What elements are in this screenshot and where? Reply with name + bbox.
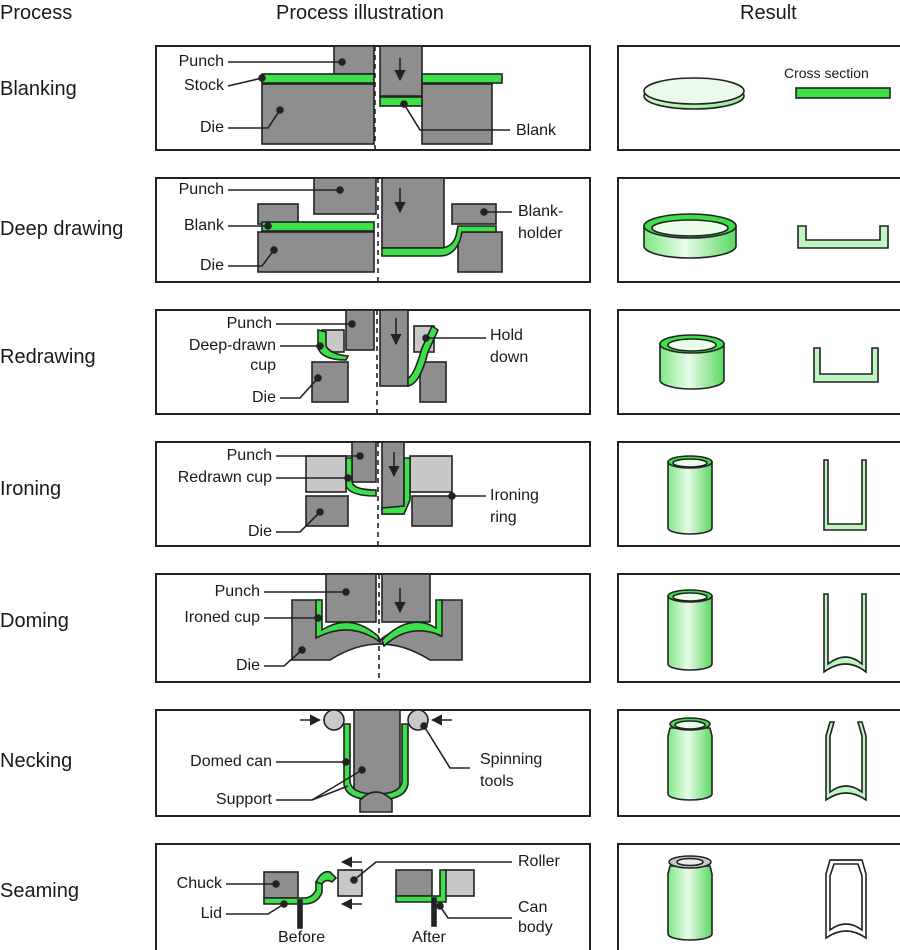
result-frame-ironing	[617, 441, 900, 547]
label-support: Support	[215, 791, 272, 808]
deep-drawing-leaders	[228, 186, 512, 267]
deep-drawing-illustration	[257, 177, 503, 282]
label-stock: Stock	[183, 77, 224, 94]
ironing-result	[667, 455, 867, 535]
label-spinning-tools-line2: tools	[480, 773, 514, 790]
process-name-blanking: Blanking	[0, 78, 77, 100]
result-frame-blanking	[617, 45, 900, 151]
blanking-illustration	[261, 45, 503, 150]
label-ironed-cup: Ironed cup	[184, 609, 260, 626]
label-punch: Punch	[178, 181, 224, 198]
result-frame-doming	[617, 573, 900, 683]
process-name-ironing: Ironing	[0, 478, 62, 500]
header-process: Process	[0, 2, 73, 24]
label-chuck: Chuck	[176, 875, 222, 892]
redrawing-leaders	[276, 320, 486, 399]
deep-drawing-result	[643, 213, 889, 259]
seaming-result	[667, 855, 867, 941]
label-roller: Roller	[518, 853, 560, 870]
blanking-result	[643, 77, 891, 110]
label-punch: Punch	[226, 447, 272, 464]
label-die: Die	[251, 389, 276, 406]
label-hold-down-line1: Hold	[490, 327, 523, 344]
label-after: After	[412, 929, 446, 946]
label-die: Die	[247, 523, 272, 540]
label-die: Die	[199, 119, 224, 136]
necking-result	[667, 717, 867, 802]
necking-leaders	[276, 722, 470, 801]
ironing-leaders	[276, 452, 486, 533]
necking-illustration	[300, 709, 452, 813]
label-redrawn-cup: Redrawn cup	[177, 469, 272, 486]
blanking-leaders	[227, 58, 510, 131]
process-name-seaming: Seaming	[0, 880, 79, 902]
process-name-necking: Necking	[0, 750, 73, 772]
label-blank: Blank	[516, 122, 557, 139]
label-punch: Punch	[178, 53, 224, 70]
label-ironing-ring-line2: ring	[490, 509, 517, 526]
process-name-redrawing: Redrawing	[0, 346, 96, 368]
redrawing-illustration	[311, 309, 447, 414]
ironing-illustration	[305, 441, 453, 546]
label-deep-drawn-cup-line2: cup	[250, 357, 276, 374]
header-result: Result	[740, 2, 797, 24]
label-punch: Punch	[226, 315, 272, 332]
result-frame-necking	[617, 709, 900, 817]
label-hold-down-line2: down	[490, 349, 529, 366]
label-domed-can: Domed can	[190, 753, 272, 770]
label-blankholder-line2: holder	[518, 225, 563, 242]
label-die: Die	[235, 657, 260, 674]
label-punch: Punch	[214, 583, 260, 600]
seaming-leaders	[226, 861, 512, 919]
label-deep-drawn-cup-line1: Deep-drawn	[188, 337, 276, 354]
process-name-deep-drawing: Deep drawing	[0, 218, 124, 240]
result-frame-redrawing	[617, 309, 900, 415]
doming-leaders	[264, 588, 350, 667]
result-frame-seaming	[617, 843, 900, 950]
process-name-doming: Doming	[0, 610, 69, 632]
label-ironing-ring-line1: Ironing	[490, 487, 539, 504]
label-cross-section: Cross section	[784, 65, 869, 81]
header-process-illustration: Process illustration	[276, 2, 444, 24]
doming-result	[667, 589, 867, 674]
label-blank: Blank	[183, 217, 224, 234]
label-can-body-line2: body	[518, 919, 553, 936]
label-lid: Lid	[200, 905, 222, 922]
label-before: Before	[278, 929, 326, 946]
doming-illustration	[291, 573, 463, 682]
label-die: Die	[199, 257, 224, 274]
label-blankholder-line1: Blank-	[518, 203, 564, 220]
label-can-body-line1: Can	[518, 899, 548, 916]
seaming-illustration	[263, 856, 475, 929]
label-spinning-tools-line1: Spinning	[480, 751, 543, 768]
frame-seaming	[155, 843, 591, 950]
redrawing-result	[659, 334, 879, 390]
result-frame-deep-drawing	[617, 177, 900, 283]
